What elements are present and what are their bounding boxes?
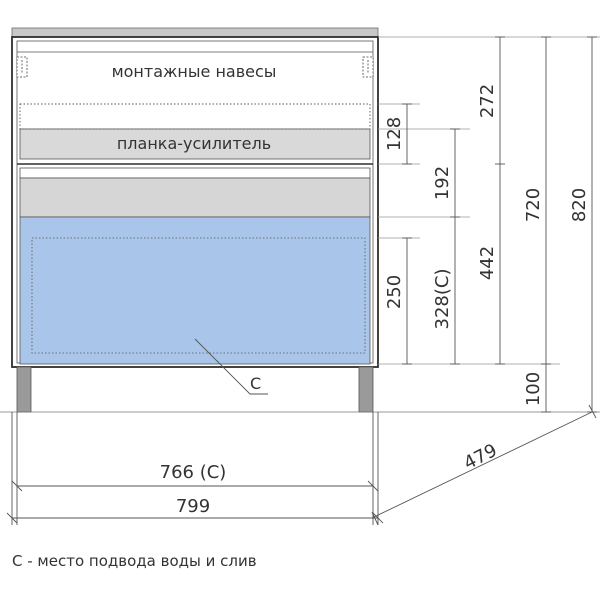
depth-dimension-line — [371, 404, 597, 526]
leg-left — [16, 366, 32, 413]
dim-328c: 328(C) — [432, 269, 453, 330]
dim-820: 820 — [569, 188, 590, 222]
dim-479: 479 — [460, 440, 500, 474]
drawer-front-panel — [19, 177, 371, 218]
c-marker-leader — [194, 338, 268, 395]
dim-128: 128 — [384, 117, 405, 151]
hinges-label: монтажные навесы — [112, 62, 277, 81]
dim-442: 442 — [477, 246, 498, 280]
drawer-front-rail — [19, 167, 371, 179]
hinge-bracket-left — [16, 56, 28, 78]
cabinet-top-slab — [11, 27, 379, 38]
hinge-bracket-right — [362, 56, 374, 78]
dim-799: 799 — [176, 496, 210, 517]
dim-766c: 766 (C) — [160, 462, 227, 483]
dim-100: 100 — [523, 372, 544, 406]
vertical-dimension-lines — [406, 37, 593, 412]
dim-720: 720 — [523, 188, 544, 222]
dim-192: 192 — [432, 166, 453, 200]
dim-272: 272 — [477, 84, 498, 118]
water-supply-zone — [19, 216, 371, 365]
reinforcement-label: планка-усилитель — [117, 134, 271, 153]
reinforcement-strip — [19, 128, 371, 160]
horizontal-dimension-lines — [6, 412, 384, 525]
c-marker-label: C — [250, 374, 261, 393]
dimension-ticks — [402, 36, 597, 413]
legend-note: C - место подвода воды и слив — [12, 552, 257, 570]
dim-250: 250 — [384, 275, 405, 309]
leg-right — [358, 366, 374, 413]
